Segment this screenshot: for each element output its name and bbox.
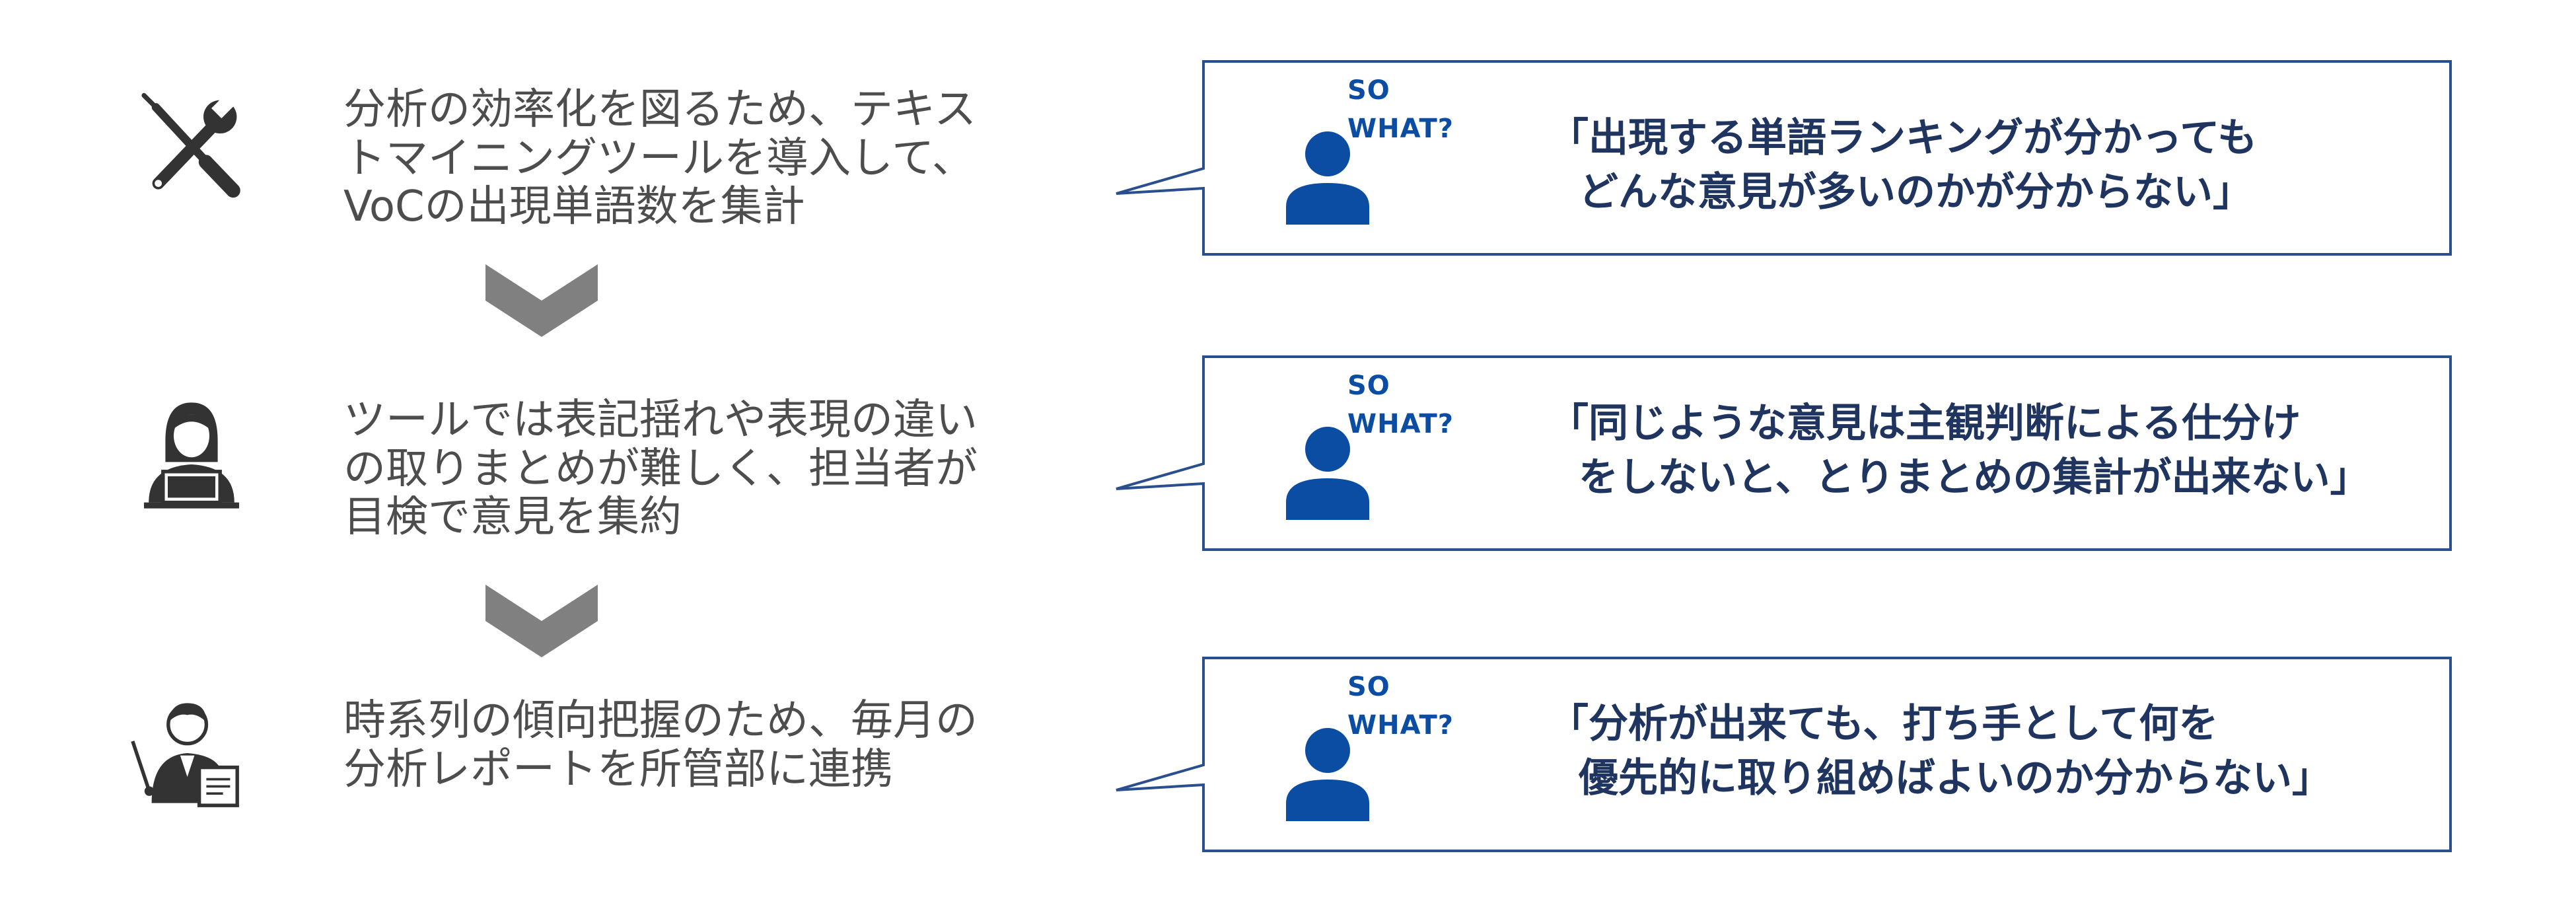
presenter-icon (131, 703, 239, 807)
speech-bubble (1116, 355, 2452, 551)
so-what-label: SO WHAT? (1347, 371, 1454, 439)
speech-bubble (1116, 60, 2452, 256)
person-icon (1286, 131, 1369, 225)
so-what-label: SO WHAT? (1347, 672, 1454, 741)
callout-1-quote: 「出現する単語ランキングが分かっても どんな意見が多いのかが分からない」 (1549, 115, 2258, 215)
speech-bubble (1116, 657, 2452, 852)
callout-3-quote: 「分析が出来ても、打ち手として何を 優先的に取り組めばよいのか分からない」 (1549, 701, 2332, 801)
so-what-label: SO WHAT? (1347, 75, 1454, 144)
person-icon (1286, 728, 1369, 821)
step-1-text: 分析の効率化を図るため、テキス トマイニングツールを導入して、 VoCの出現単語… (343, 85, 977, 232)
step-2-text: ツールでは表記揺れや表現の違い の取りまとめが難しく、担当者が 目検で意見を集約 (343, 396, 978, 542)
callout-2-quote: 「同じような意見は主観判断による仕分け をしないと、とりまとめの集計が出来ない」 (1549, 400, 2370, 501)
step-3-text: 時系列の傾向把握のため、毎月の 分析レポートを所管部に連携 (343, 696, 978, 794)
analyst-at-laptop-icon (144, 402, 239, 509)
chevron-down-icon (485, 264, 598, 337)
chevron-down-icon (485, 585, 598, 657)
person-icon (1286, 427, 1369, 520)
tools-icon (141, 91, 240, 198)
